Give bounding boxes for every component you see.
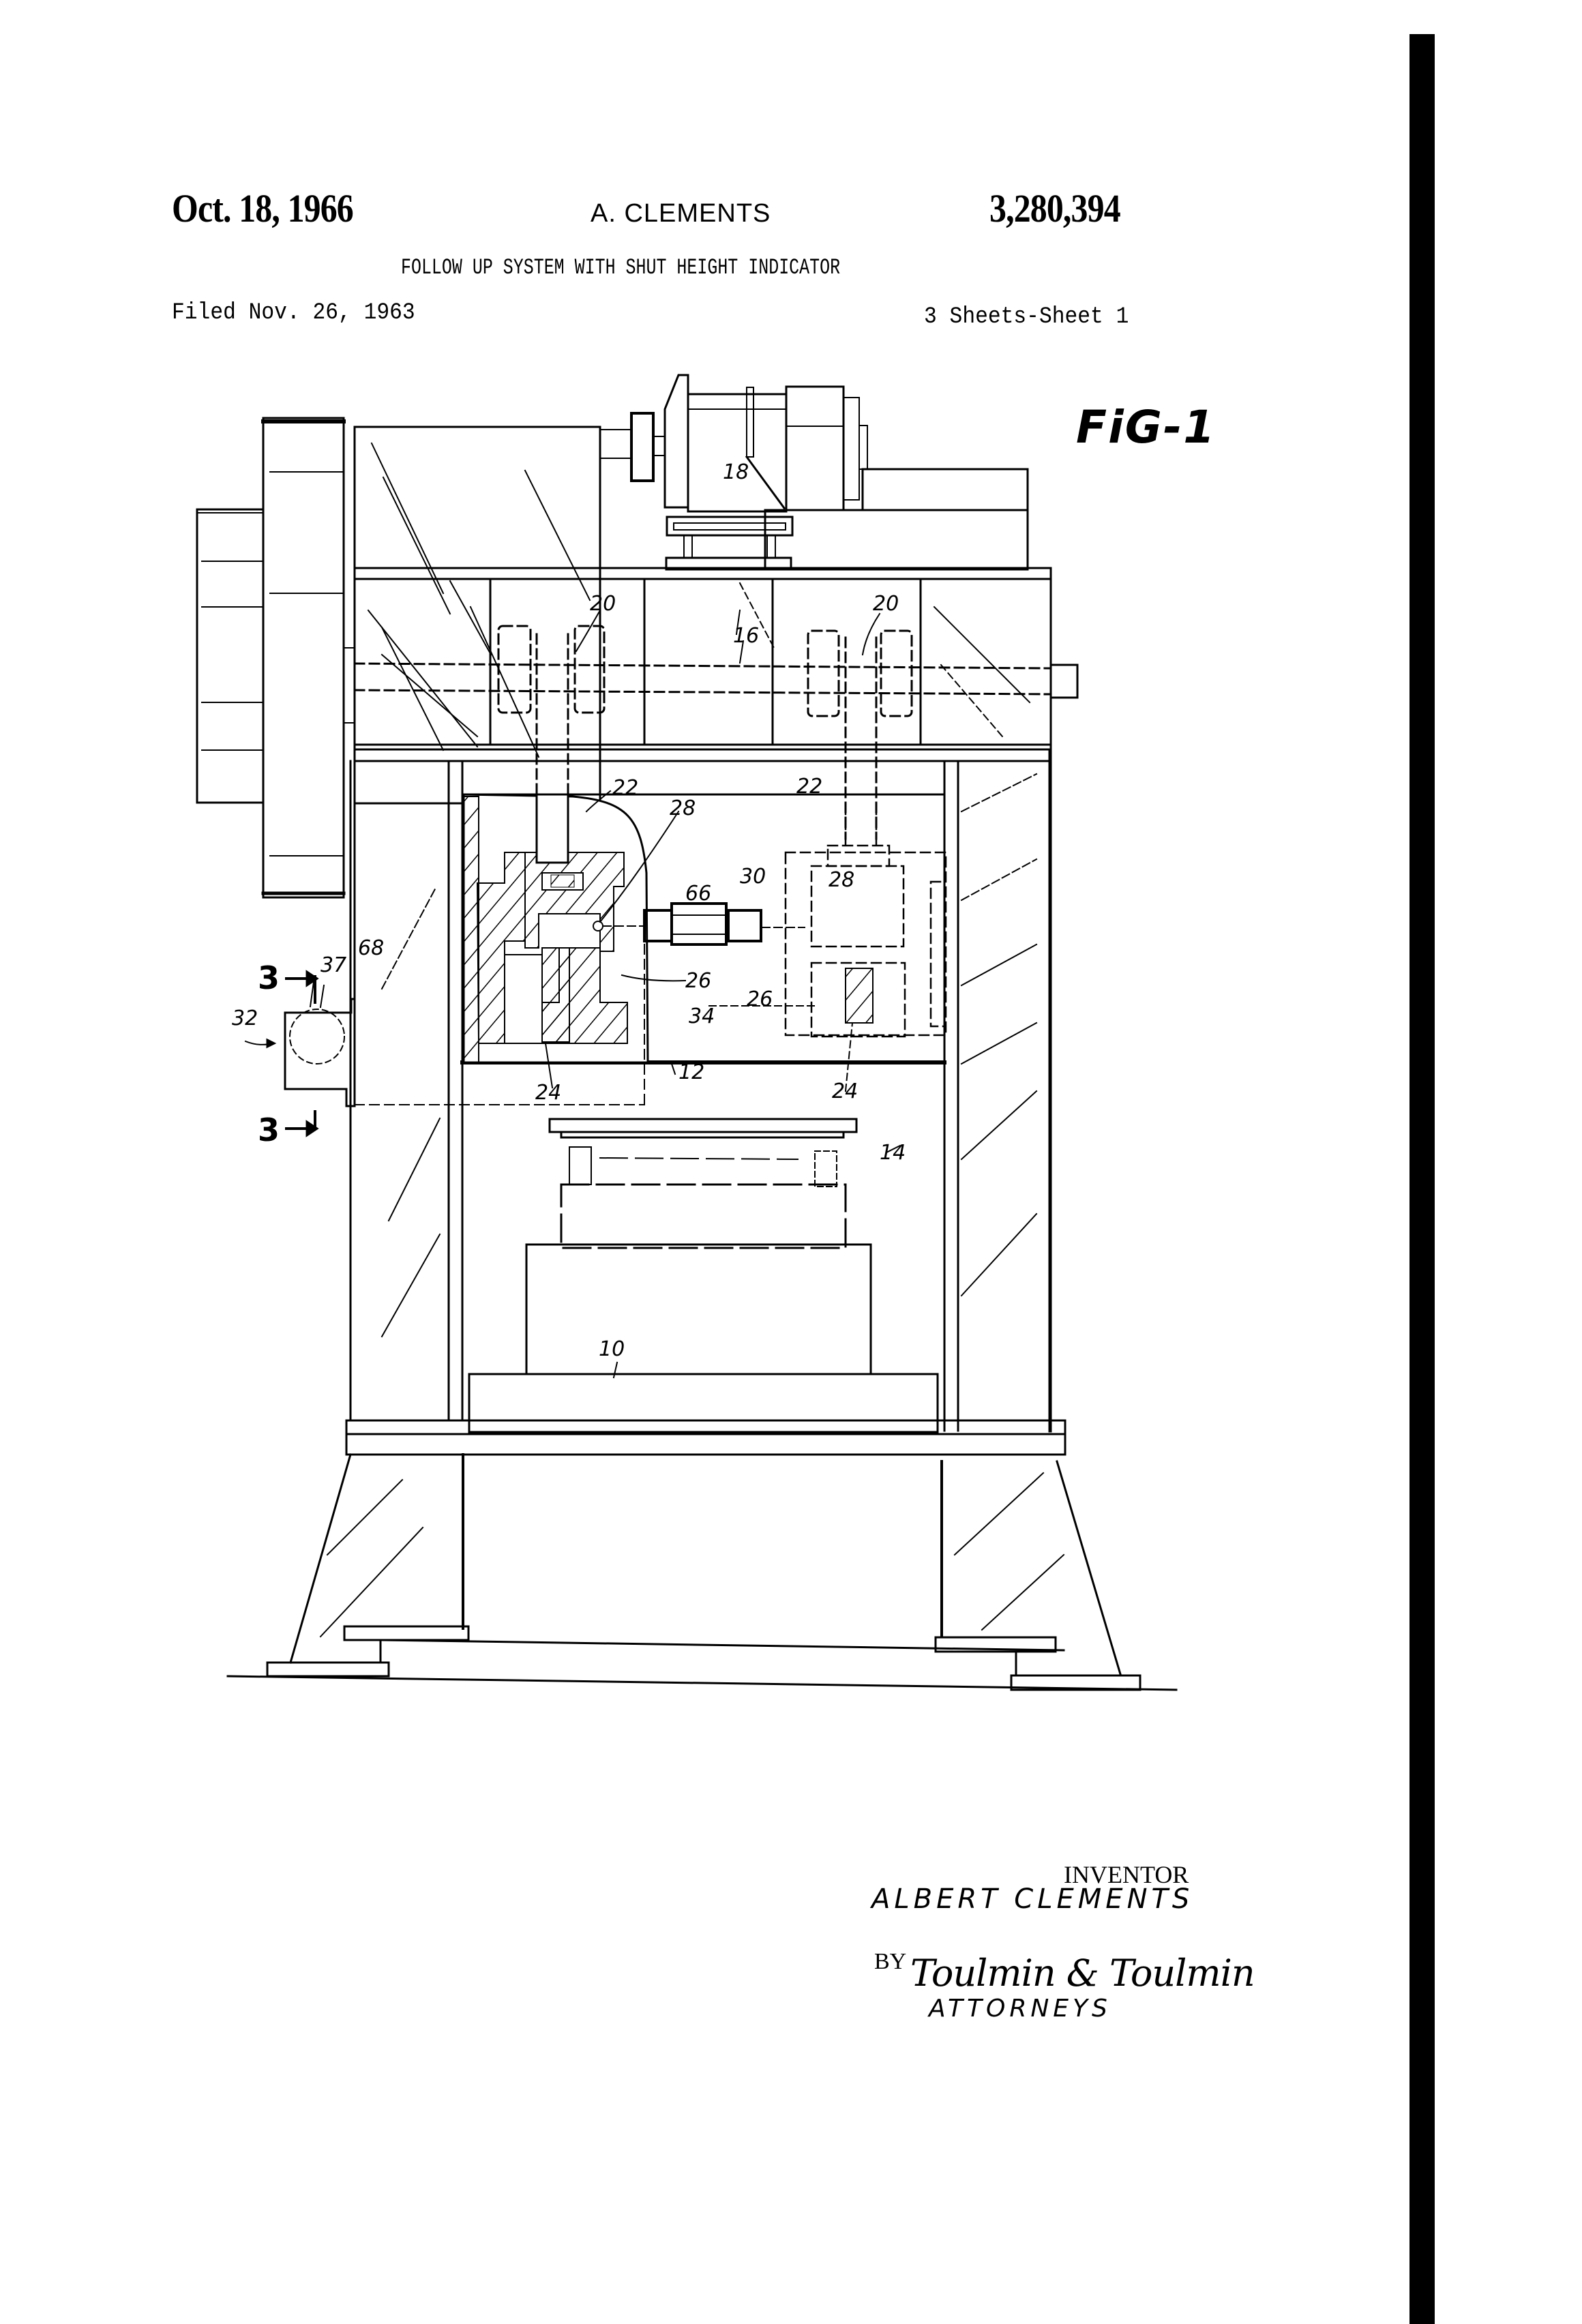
figure-label: FiG-1 <box>1076 401 1217 453</box>
base <box>226 1419 1178 1691</box>
patent-title: FOLLOW UP SYSTEM WITH SHUT HEIGHT INDICA… <box>401 255 841 280</box>
attorney-signature: Toulmin & Toulmin <box>910 1952 1255 1995</box>
frame-columns <box>349 750 1052 1433</box>
attorneys-label: ATTORNEYS <box>929 1995 1111 2023</box>
follow-up-unit <box>354 803 947 1105</box>
slide <box>460 793 946 1064</box>
ref-37: 37 <box>320 953 346 977</box>
scan-margin-bar <box>1409 34 1435 2324</box>
ref-28-left: 28 <box>670 796 696 820</box>
ref-34: 34 <box>689 1004 715 1028</box>
ref-26-right: 26 <box>747 987 773 1011</box>
leader-lines <box>544 609 901 1379</box>
flywheel <box>196 417 355 899</box>
sheet-count: 3 Sheets-Sheet 1 <box>924 304 1129 330</box>
filed-date: Filed Nov. 26, 1963 <box>172 300 415 326</box>
ref-26-left: 26 <box>685 969 711 993</box>
patent-date: Oct. 18, 1966 <box>172 186 354 230</box>
ref-66: 66 <box>685 882 711 906</box>
ref-20-right: 20 <box>873 592 899 616</box>
ref-32: 32 <box>232 1007 258 1030</box>
upper-housing <box>353 426 601 805</box>
section-marker-bottom: 3 <box>258 1112 280 1148</box>
ref-20-left: 20 <box>590 592 616 616</box>
ref-24-right: 24 <box>832 1079 858 1103</box>
ref-68: 68 <box>358 936 384 960</box>
ref-18: 18 <box>723 460 749 484</box>
inventor-name: ALBERT CLEMENTS <box>871 1883 1194 1915</box>
ref-22-left: 22 <box>612 776 638 800</box>
drive-motor <box>599 374 1029 571</box>
inventor-heading: INVENTOR <box>1064 1861 1189 1888</box>
ref-16: 16 <box>733 624 759 648</box>
ref-14: 14 <box>880 1141 906 1165</box>
by-label: BY <box>874 1949 907 1974</box>
die-set <box>468 1118 939 1433</box>
shut-height-indicator <box>244 970 356 1137</box>
ref-28-right: 28 <box>829 868 854 892</box>
ref-24-left: 24 <box>535 1081 561 1105</box>
patent-number: 3,280,394 <box>989 186 1121 230</box>
crankshaft <box>353 625 1052 840</box>
ref-10: 10 <box>599 1337 625 1361</box>
section-marker-top: 3 <box>258 959 280 996</box>
ref-22-right: 22 <box>796 775 822 799</box>
ref-30: 30 <box>740 865 766 889</box>
ref-12: 12 <box>678 1060 704 1084</box>
inventor-header: A. CLEMENTS <box>591 199 771 228</box>
